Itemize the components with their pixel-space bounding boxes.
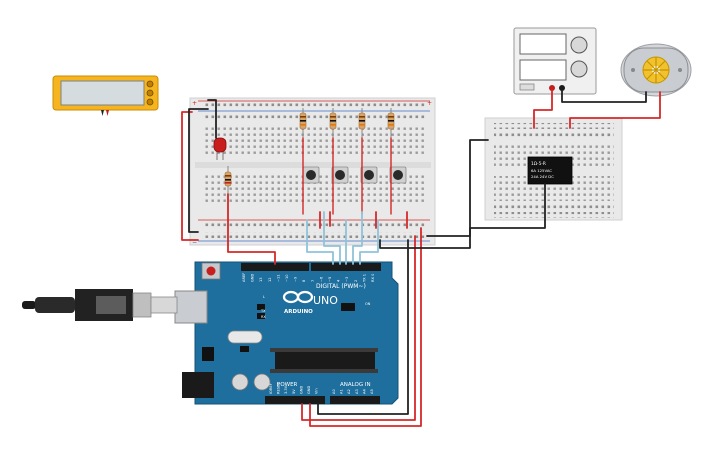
analog-pin-label-4: A4	[362, 389, 366, 394]
power-pin-label-1: RESET	[277, 382, 281, 394]
pushbutton-4[interactable]	[389, 166, 407, 184]
pushbutton-2[interactable]	[331, 166, 349, 184]
analog-pin-label-1: A1	[340, 389, 344, 394]
analog-pin-label-0: A0	[332, 389, 336, 394]
digital-pin-label-3: 12	[268, 277, 272, 282]
resistor-1[interactable]	[299, 108, 307, 138]
digital-pin-label-1: GND	[251, 274, 255, 282]
digital-pin-label-10: ~5	[328, 277, 332, 282]
digital-pin-label-13: 2	[354, 280, 358, 282]
pushbutton-1[interactable]	[302, 166, 320, 184]
led-label-on: ON	[365, 302, 371, 306]
relay-label-3: 24A 24V DC	[531, 174, 554, 179]
resistor-2[interactable]	[329, 108, 337, 138]
power-pin-label-4: GND	[299, 386, 303, 394]
digital-pin-label-8: 7	[311, 280, 315, 282]
resistor-4[interactable]	[387, 108, 395, 138]
digital-pin-label-12: ~3	[345, 277, 349, 282]
digital-pin-label-14: TX 1	[362, 274, 366, 283]
multimeter-icon	[52, 75, 159, 116]
relay[interactable]: 1Ω-5-R 6A 125VAC 24A 24V DC	[527, 156, 573, 185]
digital-pin-label-2: 13	[259, 277, 263, 282]
power-supply[interactable]	[513, 27, 597, 95]
power-pin-label-0: IOREF	[269, 383, 273, 394]
led-label-rx: RX	[261, 315, 266, 319]
digital-pin-label-11: 4	[337, 279, 341, 282]
dc-motor[interactable]	[620, 43, 692, 97]
power-pin-label-2: 3.3V	[284, 385, 288, 394]
arduino-brand-label: ARDUINO	[284, 309, 313, 315]
led-label-tx: TX	[260, 309, 266, 313]
red-led[interactable]	[213, 137, 227, 160]
multimeter[interactable]	[52, 75, 159, 116]
digital-pin-labels: AREF GND 13 12 ~11 ~10 ~9 8 7 ~6 ~5 4 ~3 2 TX 1 RX 0	[242, 273, 375, 283]
usb-cable[interactable]	[22, 289, 178, 321]
relay-breadboard[interactable]	[484, 117, 623, 221]
arduino-logo-icon	[282, 290, 314, 304]
usb-cable-icon	[22, 289, 178, 321]
power-supply-icon	[513, 27, 597, 95]
analog-header-label: ANALOG IN	[340, 382, 371, 388]
dc-motor-icon	[620, 43, 692, 97]
resistor-led[interactable]	[224, 166, 232, 194]
digital-pin-label-7: 8	[302, 279, 306, 282]
digital-pin-label-15: RX 0	[371, 273, 375, 282]
power-pin-label-6: Vin	[315, 388, 319, 394]
bb-plus-label: +	[192, 100, 197, 107]
led-label-l: L	[263, 295, 265, 299]
digital-pin-label-4: ~11	[276, 274, 280, 282]
digital-pin-label-9: ~6	[319, 276, 323, 282]
relay-label-2: 6A 125VAC	[531, 168, 552, 173]
power-pin-label-5: GND	[307, 386, 311, 394]
analog-pin-label-2: A2	[347, 389, 351, 394]
digital-pin-label-6: ~9	[294, 276, 298, 282]
power-pin-label-3: 5V	[292, 389, 296, 394]
analog-pin-label-5: A5	[370, 389, 374, 394]
relay-label-1: 1Ω-5-R	[531, 161, 546, 167]
digital-pin-label-5: ~10	[285, 274, 289, 282]
arduino-model-label: UNO	[313, 294, 338, 307]
wires	[181, 89, 661, 427]
arduino-uno[interactable]	[174, 261, 399, 405]
digital-header-label: DIGITAL (PWM~)	[316, 283, 366, 290]
pushbutton-3[interactable]	[360, 166, 378, 184]
digital-pin-label-0: AREF	[242, 273, 246, 282]
power-header-label: POWER	[277, 382, 298, 388]
resistor-3[interactable]	[358, 108, 366, 138]
analog-pin-label-3: A3	[355, 389, 359, 394]
bb-minus-label: −	[192, 239, 197, 246]
bb-plus-label-right: +	[427, 100, 432, 107]
